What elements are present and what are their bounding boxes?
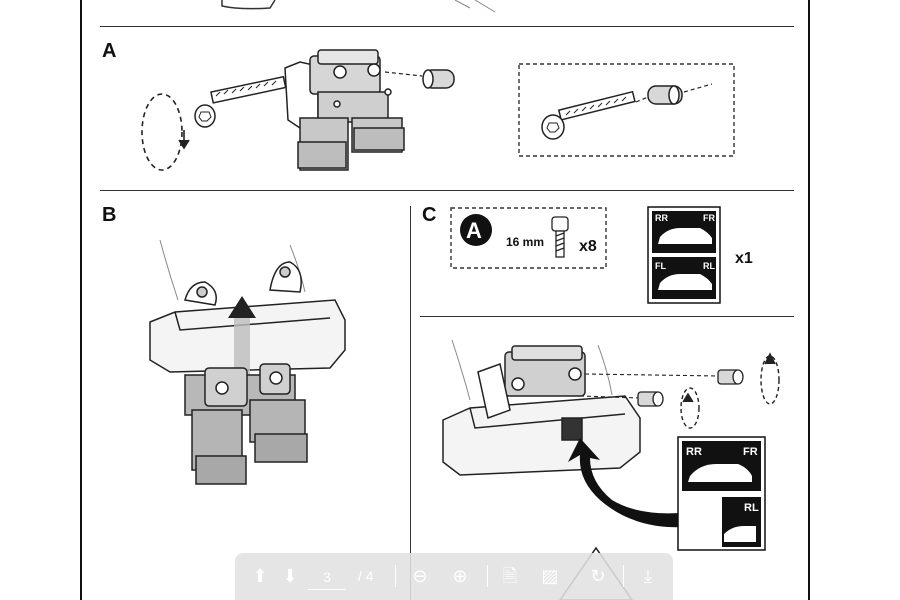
screw-qty-label: x8	[579, 238, 597, 255]
step-c-label: C	[422, 204, 437, 226]
divider	[410, 206, 411, 600]
rotation-arrow-icon	[141, 93, 190, 171]
zoom-out-icon[interactable]: ⊖	[412, 566, 428, 586]
up-arrow-icon	[228, 296, 256, 376]
arrow-up-icon[interactable]: ⬆	[252, 566, 268, 586]
document-icon[interactable]: 🗎	[502, 566, 518, 586]
sticker-rl: RL	[703, 261, 715, 271]
zoom-in-icon[interactable]: ⊕	[452, 566, 468, 586]
bracket-illustration	[184, 363, 308, 485]
label-rl: RL	[744, 502, 759, 514]
step-a-label: A	[102, 40, 117, 62]
step-b-label: B	[102, 204, 117, 226]
divider	[420, 316, 794, 317]
pdf-viewer-toolbar: ⬆ ⬇ / 4 ⊖ ⊕ 🗎 ▨ ↻ ⤓	[235, 553, 673, 600]
rotation-arrow-icon	[680, 352, 780, 429]
foot-pad-illustration	[442, 339, 641, 476]
sticker-fr: FR	[703, 213, 715, 223]
parts-badge-letter: A	[466, 218, 482, 243]
label-fr: FR	[743, 446, 758, 458]
sticker-qty-label: x1	[735, 250, 753, 267]
page-number-input[interactable]	[308, 565, 346, 590]
parts-badge	[460, 214, 492, 246]
nut-icon	[422, 69, 455, 89]
detail-box	[518, 63, 735, 157]
arrow-down-icon[interactable]: ⬇	[282, 566, 298, 586]
small-screw-icon	[551, 216, 569, 258]
divider	[100, 26, 794, 27]
small-screw-icon	[637, 369, 744, 407]
divider	[100, 190, 794, 191]
image-icon[interactable]: ▨	[541, 566, 559, 586]
bracket-illustration	[284, 49, 405, 171]
toolbar-separator	[487, 565, 488, 587]
label-rr: RR	[686, 446, 702, 458]
screw-size-label: 16 mm	[506, 235, 545, 249]
toolbar-separator	[623, 565, 624, 587]
page-total: / 4	[358, 568, 374, 584]
position-label	[677, 436, 766, 551]
detail-screw-icon	[541, 83, 713, 140]
sticker-fl: FL	[655, 261, 666, 271]
toolbar-separator	[395, 565, 396, 587]
sticker-sheet	[647, 206, 721, 304]
sticker-rr: RR	[655, 213, 668, 223]
download-icon[interactable]: ⤓	[644, 566, 652, 586]
rotate-icon[interactable]: ↻	[590, 566, 606, 586]
manual-page	[80, 0, 810, 600]
parts-box	[450, 207, 607, 269]
screw-icon	[194, 75, 287, 128]
